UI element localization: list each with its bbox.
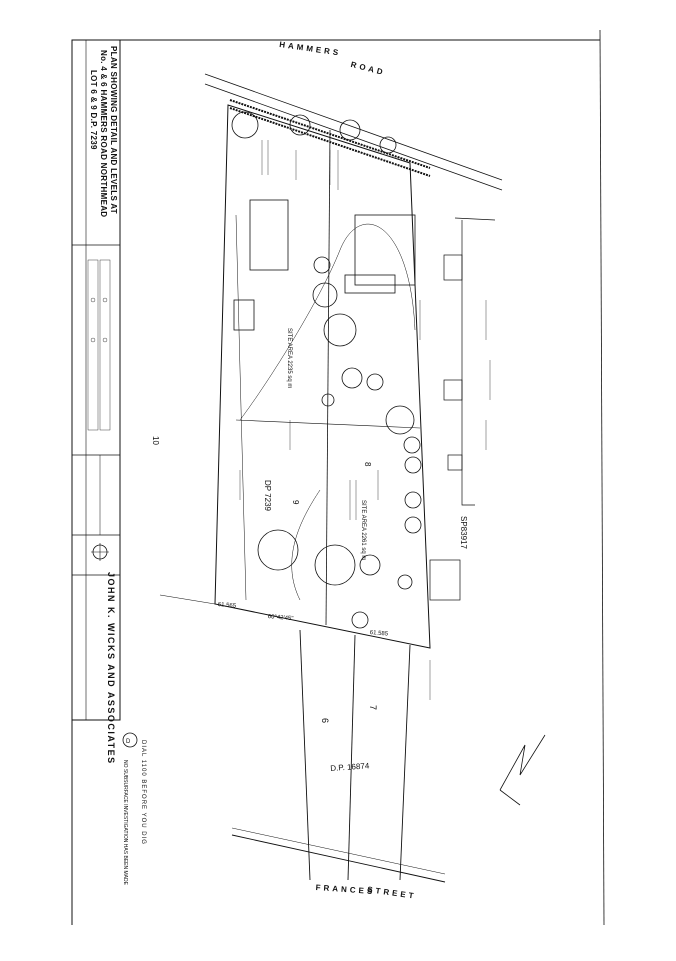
title-line-3: LOT 6 & 9 D.P. 7239 [89,70,98,150]
survey-annotations [239,140,491,700]
lots-6-7 [231,629,446,883]
strata-plan-number: SP83917 [459,516,468,549]
deposited-plan-label: DP 7239 [263,480,272,511]
contour-line [291,489,321,601]
firm-name: JOHN K. WICKS AND ASSOCIATES [106,572,116,765]
lot-number-10: 10 [151,436,160,445]
site-area-lot-9: SITE AREA 2235 sq m [286,328,292,389]
title-block [71,39,121,721]
site-area-lot-8: SITE AREA 2261 sq m [360,500,366,561]
lot-boundaries [159,104,431,649]
dial-before-you-dig-note: DIAL 1100 BEFORE YOU DIG [140,740,146,845]
dial-before-you-dig-logo-icon: D [122,732,138,748]
title-line-2: No. 4 & 6 HAMMERS ROAD NORTHMEAD [99,50,108,218]
svg-text:D: D [126,739,131,745]
north-arrow-icon [499,734,546,806]
trees [231,111,422,629]
lot-number-8: 8 [363,462,372,467]
page-border-right [599,29,605,926]
lot-number-7: 7 [368,705,378,711]
lot-number-6: 6 [320,718,330,724]
title-line-1: PLAN SHOWING DETAIL AND LEVELS AT [109,46,118,214]
hammers-road-boundary [204,73,503,191]
contour-line [239,223,416,421]
neighbour-strata-outline [429,217,496,601]
subsurface-note: NO SUBSURFACE INVESTIGATION HAS BEEN MAD… [122,760,128,885]
buildings [233,199,416,331]
lot-number-9: 9 [291,500,300,505]
